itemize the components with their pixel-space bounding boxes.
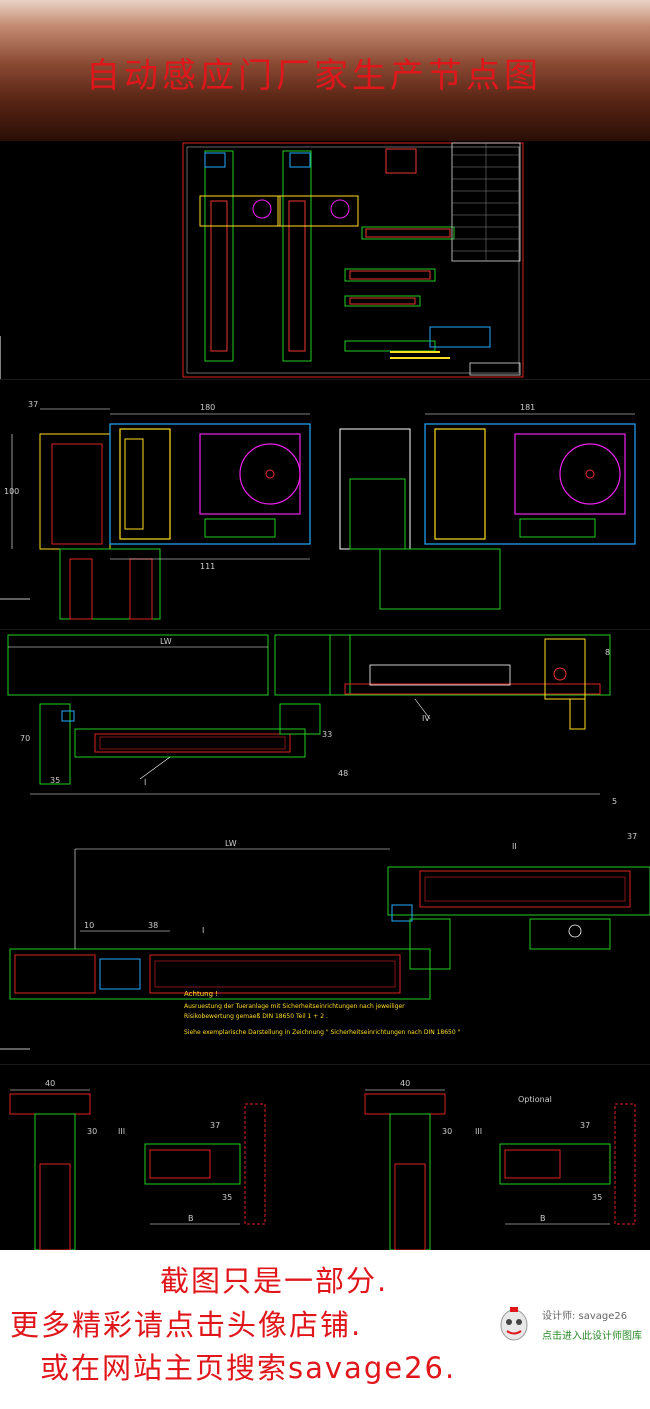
cad-header-detail: 180 37 100 111 181 xyxy=(0,379,650,629)
dim-label: 5 xyxy=(612,797,617,806)
note-line: Ausruestung der Tueranlage mit Sicherhei… xyxy=(184,1003,405,1010)
marker-label: II xyxy=(512,842,517,851)
marker-label: III xyxy=(475,1127,482,1136)
designer-link[interactable]: 点击进入此设计师图库 xyxy=(542,1331,642,1342)
dim-label: 30 xyxy=(442,1127,452,1136)
dim-label: 180 xyxy=(200,403,215,412)
cad-panel-plan: LW II I 10 38 37 Achtung ! Ausruestung d… xyxy=(0,809,650,1064)
marker-label: I xyxy=(202,926,204,935)
footer-line-2: 更多精彩请点击头像店铺. xyxy=(10,1308,363,1342)
marker-label: III xyxy=(118,1127,125,1136)
dim-label: 35 xyxy=(592,1193,602,1202)
dim-label: 100 xyxy=(4,487,19,496)
dim-label: 35 xyxy=(50,776,60,785)
cad-overview-sheet xyxy=(0,141,650,379)
dim-label: 37 xyxy=(210,1121,220,1130)
dim-label: LW xyxy=(160,637,172,646)
dim-label: 35 xyxy=(222,1193,232,1202)
cad-sliding-plan: LW 8 5 70 33 35 48 IV I xyxy=(0,629,650,809)
designer-badge[interactable]: 设计师: savage26 点击进入此设计师图库 xyxy=(496,1305,646,1345)
dim-label: 10 xyxy=(84,921,94,930)
cad-jamb-details: 40 B 37 30 35 III 40 B Optional 37 30 35… xyxy=(0,1064,650,1250)
dim-label: 48 xyxy=(338,769,348,778)
footer-panel xyxy=(0,1250,650,1409)
note-title: Achtung ! xyxy=(184,990,218,998)
note-line: Siehe exemplarische Darstellung in Zeich… xyxy=(184,1029,461,1036)
dim-label: 70 xyxy=(20,734,30,743)
dim-label: 38 xyxy=(148,921,158,930)
title-banner: 自动感应门厂家生产节点图 xyxy=(0,0,650,141)
dim-label: 8 xyxy=(605,648,610,657)
note-line: Risikobewertung gemaeß DIN 18650 Teil 1 … xyxy=(184,1013,328,1020)
dim-label: 40 xyxy=(400,1079,410,1088)
dim-label: B xyxy=(540,1214,546,1223)
page-title: 自动感应门厂家生产节点图 xyxy=(86,56,542,96)
avatar-icon[interactable] xyxy=(496,1305,532,1343)
dim-label: 40 xyxy=(45,1079,55,1088)
footer-line-1: 截图只是一部分. xyxy=(160,1264,389,1298)
dim-label: 111 xyxy=(200,562,215,571)
dim-label: 37 xyxy=(28,400,38,409)
dim-label: 30 xyxy=(87,1127,97,1136)
dim-label: LW xyxy=(225,839,237,848)
dim-label: B xyxy=(188,1214,194,1223)
marker-label: I xyxy=(144,778,146,787)
dim-label: 33 xyxy=(322,730,332,739)
dim-label: 37 xyxy=(627,832,637,841)
marker-label: IV xyxy=(422,714,430,723)
dim-label: 181 xyxy=(520,403,535,412)
optional-label: Optional xyxy=(518,1095,552,1104)
footer-line-3: 或在网站主页搜索savage26. xyxy=(40,1351,457,1385)
dim-label: 37 xyxy=(580,1121,590,1130)
designer-label: 设计师: savage26 xyxy=(542,1311,628,1322)
